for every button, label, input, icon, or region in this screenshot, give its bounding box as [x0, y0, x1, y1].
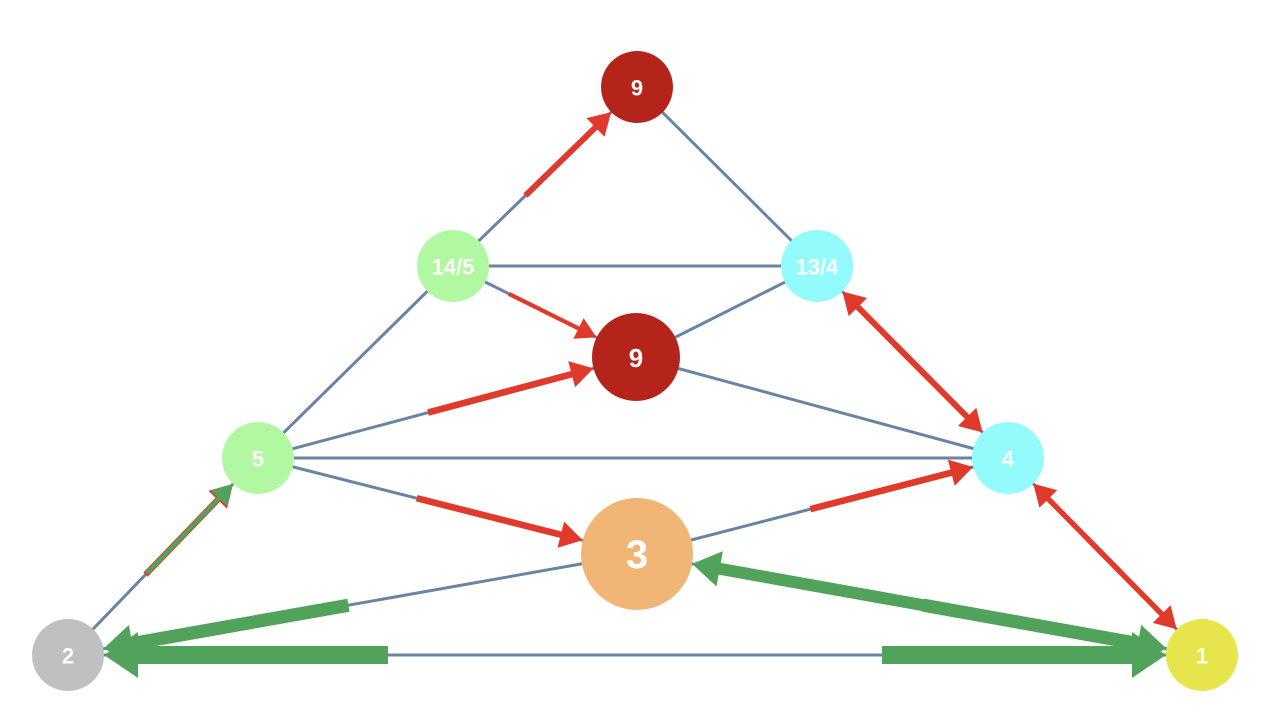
- node-bottom-left-label: 2: [62, 644, 74, 669]
- node-mid-left-label: 5: [252, 447, 264, 472]
- arrow-head: [210, 483, 233, 507]
- node-lower-center-label: 3: [626, 533, 648, 577]
- arrow-bottom-right-to-bottom-left-green: [104, 632, 388, 678]
- arrow-shaft: [145, 496, 222, 575]
- arrow-head: [842, 291, 868, 317]
- node-upper-left-label: 14/5: [432, 255, 475, 280]
- arrow-head: [692, 551, 723, 587]
- edge-top-upper-right: [635, 85, 819, 268]
- edge-center-mid-right: [635, 355, 1009, 460]
- arrow-upper-left-to-top-red: [523, 112, 612, 198]
- node-upper-right-circle: [781, 230, 853, 302]
- arrow-shaft: [523, 124, 599, 198]
- arrow-head: [104, 632, 138, 678]
- node-mid-left-circle: [222, 422, 294, 494]
- arrow-head: [947, 459, 974, 486]
- edge-upper-left-mid-left: [256, 264, 455, 460]
- node-bottom-right-circle: [1166, 619, 1238, 691]
- arrow-shaft: [415, 495, 563, 539]
- node-lower-center-circle: [581, 498, 693, 610]
- arrow-mid-left-to-center-red: [427, 361, 594, 416]
- arrow-head: [1152, 605, 1177, 630]
- arrow-head: [1033, 483, 1058, 508]
- arrow-head: [573, 318, 597, 339]
- arrow-mid-right-to-bottom-right-red: [1086, 537, 1177, 630]
- arrow-bottom-left-to-mid-left-green: [145, 483, 233, 575]
- arrow-upper-left-to-center-red: [508, 291, 597, 339]
- arrow-shaft: [892, 341, 970, 420]
- arrow-shaft: [427, 370, 574, 416]
- node-upper-right[interactable]: 13/4: [781, 230, 853, 302]
- node-bottom-left-circle: [32, 619, 104, 691]
- node-upper-left[interactable]: 14/5: [417, 230, 489, 302]
- node-bottom-right[interactable]: 1: [1166, 619, 1238, 691]
- node-mid-right-circle: [972, 422, 1044, 494]
- arrow-head: [1132, 632, 1166, 678]
- node-mid-right[interactable]: 4: [972, 422, 1044, 494]
- node-bottom-right-label: 1: [1196, 644, 1208, 669]
- node-upper-right-label: 13/4: [796, 255, 840, 280]
- node-center-circle: [592, 313, 680, 401]
- arrow-shaft: [130, 598, 350, 651]
- node-center[interactable]: 9: [592, 313, 680, 401]
- arrow-head: [568, 361, 594, 388]
- arrow-shaft: [809, 469, 954, 513]
- arrow-head: [586, 112, 612, 137]
- node-top-circle: [601, 51, 673, 123]
- arrow-shaft: [717, 562, 936, 614]
- arrow-shaft: [921, 598, 1140, 651]
- node-center-label: 9: [629, 343, 643, 373]
- node-bottom-left[interactable]: 2: [32, 619, 104, 691]
- arrows-layer: [103, 112, 1177, 678]
- arrow-upper-right-to-mid-right-red: [892, 341, 983, 433]
- arrow-shaft: [1086, 537, 1165, 617]
- arrow-head: [557, 521, 583, 548]
- arrow-shaft: [508, 291, 581, 331]
- node-lower-center[interactable]: 3: [581, 498, 693, 610]
- node-mid-right-label: 4: [1002, 447, 1015, 472]
- arrow-bottom-right-to-lower-center-green: [692, 551, 936, 614]
- arrow-lower-center-to-mid-right-red: [809, 459, 974, 513]
- node-top[interactable]: 9: [601, 51, 673, 123]
- nodes-layer: 9 14/5 13/4 9 5 4 3 2: [32, 51, 1238, 691]
- node-upper-left-circle: [417, 230, 489, 302]
- node-mid-left[interactable]: 5: [222, 422, 294, 494]
- node-top-label: 9: [631, 76, 643, 101]
- arrow-mid-left-to-lower-center-red: [415, 495, 583, 548]
- arrow-bottom-left-to-bottom-right-green: [882, 632, 1166, 678]
- arrow-head: [957, 407, 983, 433]
